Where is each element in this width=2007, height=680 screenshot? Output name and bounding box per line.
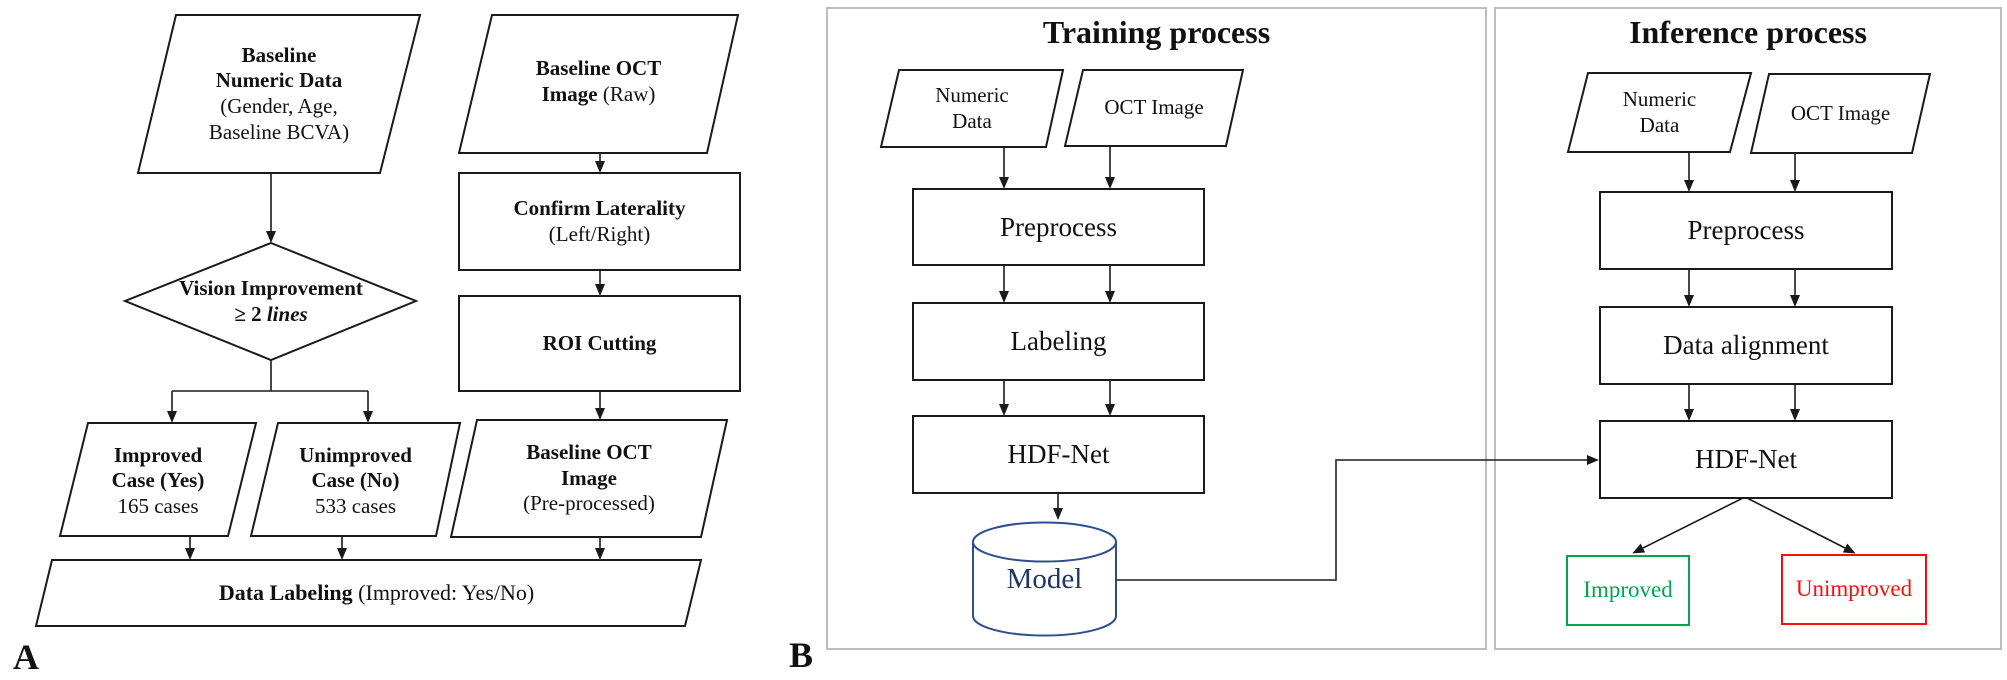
training-preprocess-box bbox=[912, 188, 1205, 266]
model-to-hdfnet-connector bbox=[1116, 455, 1599, 581]
inference-data-alignment-box bbox=[1599, 306, 1893, 385]
flow-arrow bbox=[1746, 497, 1856, 554]
baseline-numeric-data-parallelogram bbox=[136, 14, 422, 174]
improved-case-parallelogram bbox=[58, 422, 258, 537]
baseline-oct-preprocessed-parallelogram bbox=[449, 419, 729, 538]
flow-arrow bbox=[1632, 497, 1744, 554]
inference-panel-border bbox=[1494, 7, 2002, 650]
confirm-laterality-box bbox=[458, 172, 741, 271]
vision-improvement-decision-diamond bbox=[122, 241, 419, 362]
data-labeling-parallelogram bbox=[34, 559, 703, 627]
model-cylinder-body bbox=[972, 542, 1117, 637]
improved-result-box bbox=[1566, 555, 1690, 626]
unimproved-case-parallelogram bbox=[249, 422, 462, 537]
training-numeric-data-parallelogram bbox=[879, 69, 1065, 148]
roi-cutting-box bbox=[458, 295, 741, 392]
training-oct-image-parallelogram bbox=[1063, 69, 1245, 147]
inference-hdfnet-box bbox=[1599, 420, 1893, 499]
inference-numeric-data-parallelogram bbox=[1566, 72, 1753, 153]
training-labeling-box bbox=[912, 302, 1205, 381]
training-panel-border bbox=[826, 7, 1487, 650]
model-cylinder-top bbox=[972, 521, 1117, 563]
baseline-oct-raw-parallelogram bbox=[457, 14, 740, 154]
unimproved-result-box bbox=[1781, 554, 1927, 625]
inference-oct-image-parallelogram bbox=[1749, 73, 1932, 154]
training-hdfnet-box bbox=[912, 415, 1205, 494]
inference-preprocess-box bbox=[1599, 191, 1893, 270]
